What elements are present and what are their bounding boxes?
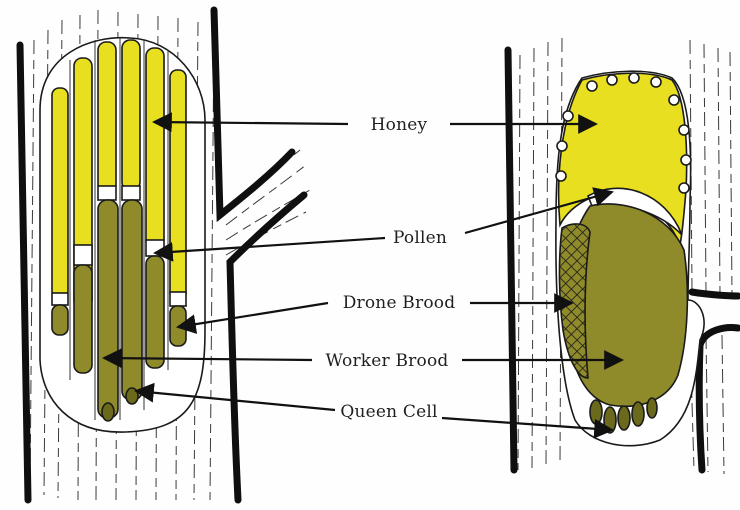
right-trunk-branch-lower — [699, 328, 738, 470]
pollen-band — [122, 186, 140, 200]
left-trunk-right-lower-edge — [230, 195, 304, 500]
label-honey: Honey — [371, 115, 428, 135]
comb-4-honey — [122, 40, 140, 190]
comb-3-brood — [98, 200, 118, 418]
comb-5-brood — [146, 256, 164, 368]
left-trunk-left-edge — [20, 45, 28, 500]
pollen-band — [170, 292, 186, 306]
label-queen-cell: Queen Cell — [340, 402, 437, 422]
comb-2-brood — [74, 265, 92, 373]
pollen-band — [74, 245, 92, 265]
comb-1-brood — [52, 305, 68, 335]
label-drone-brood: Drone Brood — [343, 293, 456, 313]
left-trunk-right-edge — [214, 10, 292, 215]
label-pollen: Pollen — [393, 228, 447, 248]
pollen-band — [98, 186, 116, 200]
comb-1-honey — [52, 88, 68, 298]
right-trunk-branch-upper — [692, 292, 738, 296]
right-trunk-left-edge — [508, 50, 514, 470]
left-tree-section — [20, 10, 310, 500]
label-worker-brood: Worker Brood — [326, 351, 449, 371]
comb-3-honey — [98, 42, 116, 192]
queen-cell-tip — [102, 403, 114, 421]
comb-5-honey — [146, 48, 164, 248]
comb-6-honey — [170, 70, 186, 300]
comb-4-brood — [122, 200, 142, 400]
labels: Honey Pollen Drone Brood Worker Brood Qu… — [326, 115, 456, 422]
right-tree-section — [508, 38, 738, 474]
pollen-band — [52, 293, 68, 305]
